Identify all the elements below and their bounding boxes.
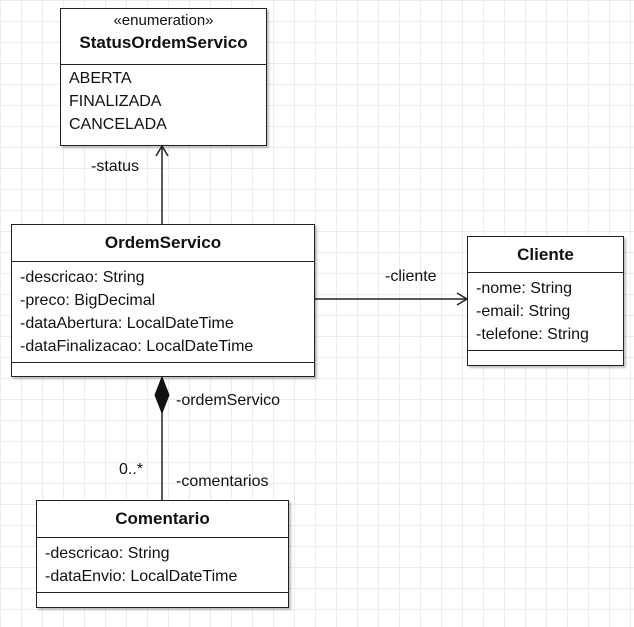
attribute: -descricao: String	[20, 269, 145, 286]
multiplicity-label: 0..*	[119, 461, 144, 478]
cliente-attributes: -nome: String -email: String -telefone: …	[468, 273, 623, 351]
ordem-servico-role-label: -ordemServico	[176, 392, 281, 409]
ordem-servico-header: OrdemServico	[12, 225, 314, 262]
enum-literal: FINALIZADA	[69, 93, 162, 110]
attribute: -dataEnvio: LocalDateTime	[45, 568, 238, 585]
comentario-attributes: -descricao: String -dataEnvio: LocalDate…	[37, 538, 288, 593]
cliente-name: Cliente	[517, 245, 574, 264]
status-enum-header: «enumeration» StatusOrdemServico	[61, 9, 266, 65]
attribute: -dataFinalizacao: LocalDateTime	[20, 338, 254, 355]
comentario-class[interactable]: Comentario -descricao: String -dataEnvio…	[36, 500, 289, 608]
cliente-header: Cliente	[468, 237, 623, 273]
comentario-name: Comentario	[115, 509, 210, 528]
ordem-servico-name: OrdemServico	[104, 233, 222, 252]
attribute: -descricao: String	[45, 545, 170, 562]
ordem-servico-attributes: -descricao: String -preco: BigDecimal -d…	[12, 262, 314, 363]
cliente-class[interactable]: Cliente -nome: String -email: String -te…	[467, 236, 624, 366]
ordem-servico-class[interactable]: OrdemServico -descricao: String -preco: …	[11, 224, 315, 377]
comentario-methods	[37, 593, 288, 602]
attribute: -dataAbertura: LocalDateTime	[20, 315, 234, 332]
enum-stereotype: «enumeration»	[113, 12, 214, 29]
cliente-role-label: -cliente	[385, 268, 437, 285]
enum-literal: ABERTA	[69, 70, 132, 87]
attribute: -preco: BigDecimal	[20, 292, 156, 309]
attribute: -nome: String	[476, 280, 573, 297]
enum-literal: CANCELADA	[69, 116, 167, 133]
cliente-methods	[468, 351, 623, 360]
status-enum-class[interactable]: «enumeration» StatusOrdemServico ABERTA …	[60, 8, 267, 146]
ordem-servico-methods	[12, 363, 314, 372]
composition-diamond	[154, 375, 170, 415]
attribute: -telefone: String	[476, 326, 589, 343]
attribute: -email: String	[476, 303, 571, 320]
status-role-label: -status	[91, 158, 140, 175]
status-enum-name: StatusOrdemServico	[79, 33, 248, 52]
comentarios-role-label: -comentarios	[176, 473, 269, 490]
comentario-header: Comentario	[37, 501, 288, 538]
enum-literals: ABERTA FINALIZADA CANCELADA	[61, 65, 266, 138]
